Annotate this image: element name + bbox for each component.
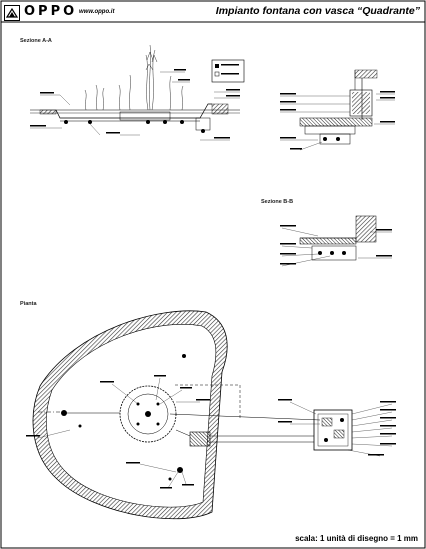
drawing-title: Impianto fontana con vasca “Quadrante”	[215, 5, 420, 17]
website-link[interactable]: www.oppo.it	[79, 9, 115, 15]
header: OPPO www.oppo.it Impianto fontana con va…	[2, 2, 424, 22]
section-bb-label: Sezione B-B	[261, 199, 294, 205]
brand-name: OPPO	[24, 4, 78, 19]
section-bb-drawing	[280, 215, 392, 267]
section-aa-drawing	[30, 44, 245, 141]
section-detail-drawing	[280, 69, 395, 151]
oppo-logo-icon	[4, 5, 20, 21]
plan-drawing	[26, 310, 396, 520]
scale-note: scala: 1 unità di disegno = 1 mm	[295, 534, 418, 543]
section-aa-label: Sezione A-A	[20, 38, 52, 44]
plan-label: Pianta	[20, 301, 37, 307]
